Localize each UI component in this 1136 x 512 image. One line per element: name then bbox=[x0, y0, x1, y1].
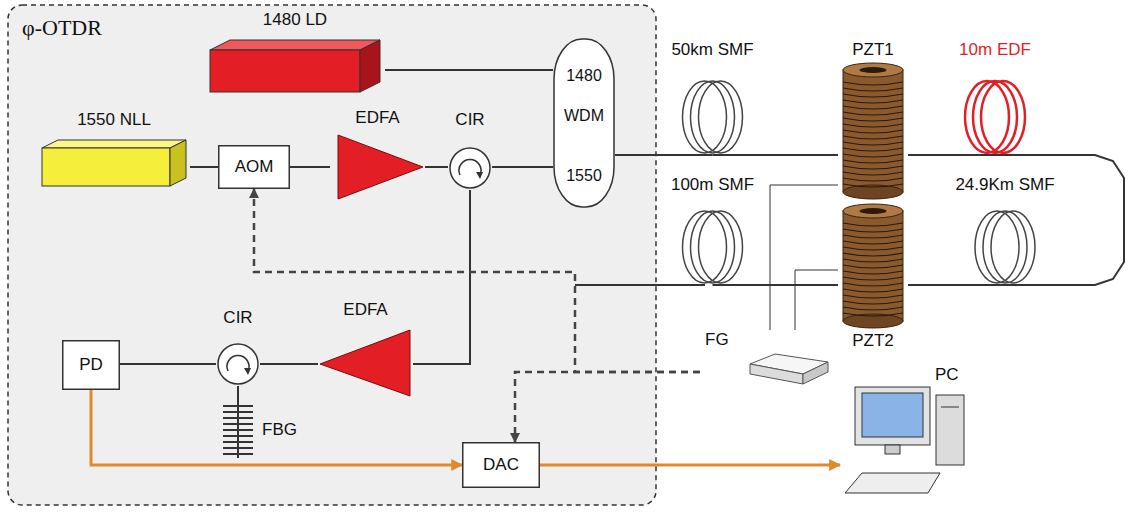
system-region: 1480 LD1550 NLLAOMEDFACIR1480WDM1550CIRE… bbox=[8, 5, 656, 505]
fiber-coil: 24.9Km SMF bbox=[950, 175, 1060, 285]
computer: PC bbox=[840, 365, 970, 505]
fiber-grating: FBG bbox=[218, 398, 308, 460]
piezo-cylinder: PZT1 bbox=[838, 40, 908, 200]
optical-fiber bbox=[615, 154, 713, 156]
circulator: CIR bbox=[216, 308, 260, 386]
amplifier-triangle: EDFA bbox=[318, 300, 413, 396]
trigger-line bbox=[515, 372, 700, 442]
optical-fiber bbox=[908, 284, 1005, 286]
node-label: 1550 bbox=[566, 166, 602, 186]
data-line bbox=[91, 390, 462, 465]
fiber-end bbox=[575, 284, 705, 286]
drive-wire bbox=[795, 270, 838, 330]
node-label: CIR bbox=[455, 110, 484, 130]
node-label: AOM bbox=[235, 157, 274, 177]
node-label: FBG bbox=[262, 420, 297, 440]
node-label: EDFA bbox=[343, 300, 387, 320]
fiber-coil: 100m SMF bbox=[665, 175, 760, 285]
node-label: 1550 NLL bbox=[77, 110, 151, 130]
node-label: PZT2 bbox=[852, 331, 894, 351]
optical-fiber bbox=[995, 155, 1124, 285]
optical-fiber bbox=[908, 154, 995, 156]
node-label: 100m SMF bbox=[671, 175, 754, 195]
node-label: DAC bbox=[483, 455, 519, 475]
trigger-line bbox=[254, 189, 700, 372]
wdm-coupler: 1480WDM 1550 bbox=[553, 38, 615, 208]
optical-fiber bbox=[190, 166, 218, 168]
optical-fiber bbox=[413, 190, 470, 364]
optical-fiber bbox=[385, 69, 553, 71]
node-label: PD bbox=[79, 355, 103, 375]
pump-laser: 1480 LD bbox=[205, 10, 385, 100]
function-generator: FG bbox=[700, 330, 830, 390]
narrow-linewidth-laser: 1550 NLL bbox=[38, 110, 190, 188]
computer-outline bbox=[840, 365, 970, 505]
data-line bbox=[540, 464, 840, 467]
drive-wire bbox=[770, 185, 838, 330]
optical-fiber bbox=[290, 166, 330, 168]
node-label: φ-OTDR bbox=[22, 15, 102, 41]
fiber-coil: 50km SMF bbox=[665, 40, 760, 155]
optical-fiber bbox=[120, 363, 216, 365]
piezo-cylinder-outline bbox=[838, 40, 908, 200]
node-label: EDFA bbox=[355, 108, 399, 128]
optical-fiber bbox=[260, 363, 318, 365]
node-label: 50km SMF bbox=[671, 40, 753, 60]
node-label: WDM bbox=[564, 106, 604, 126]
node-label: 24.9Km SMF bbox=[955, 175, 1054, 195]
node-label: 1480 bbox=[566, 66, 602, 86]
node-label: CIR bbox=[223, 308, 252, 328]
optical-fiber bbox=[237, 386, 239, 398]
node-label: PC bbox=[935, 365, 959, 385]
fiber-coil: 10m EDF bbox=[950, 40, 1040, 155]
optical-fiber bbox=[425, 166, 448, 168]
acquisition-box: DAC bbox=[462, 442, 540, 488]
node-label: FG bbox=[705, 330, 729, 350]
node-label: 1480 LD bbox=[263, 10, 327, 30]
amplifier-triangle: EDFA bbox=[330, 108, 425, 198]
optical-fiber bbox=[492, 166, 553, 168]
optical-fiber bbox=[713, 154, 839, 156]
circulator: CIR bbox=[448, 110, 492, 190]
optical-fiber bbox=[713, 284, 839, 286]
node-label: 10m EDF bbox=[959, 40, 1031, 60]
piezo-cylinder: PZT2 bbox=[838, 205, 908, 355]
system-enclosure bbox=[8, 5, 656, 505]
node-label: PZT1 bbox=[852, 40, 894, 60]
modulator-box: AOM bbox=[218, 145, 290, 189]
photodetector-box: PD bbox=[62, 340, 120, 390]
